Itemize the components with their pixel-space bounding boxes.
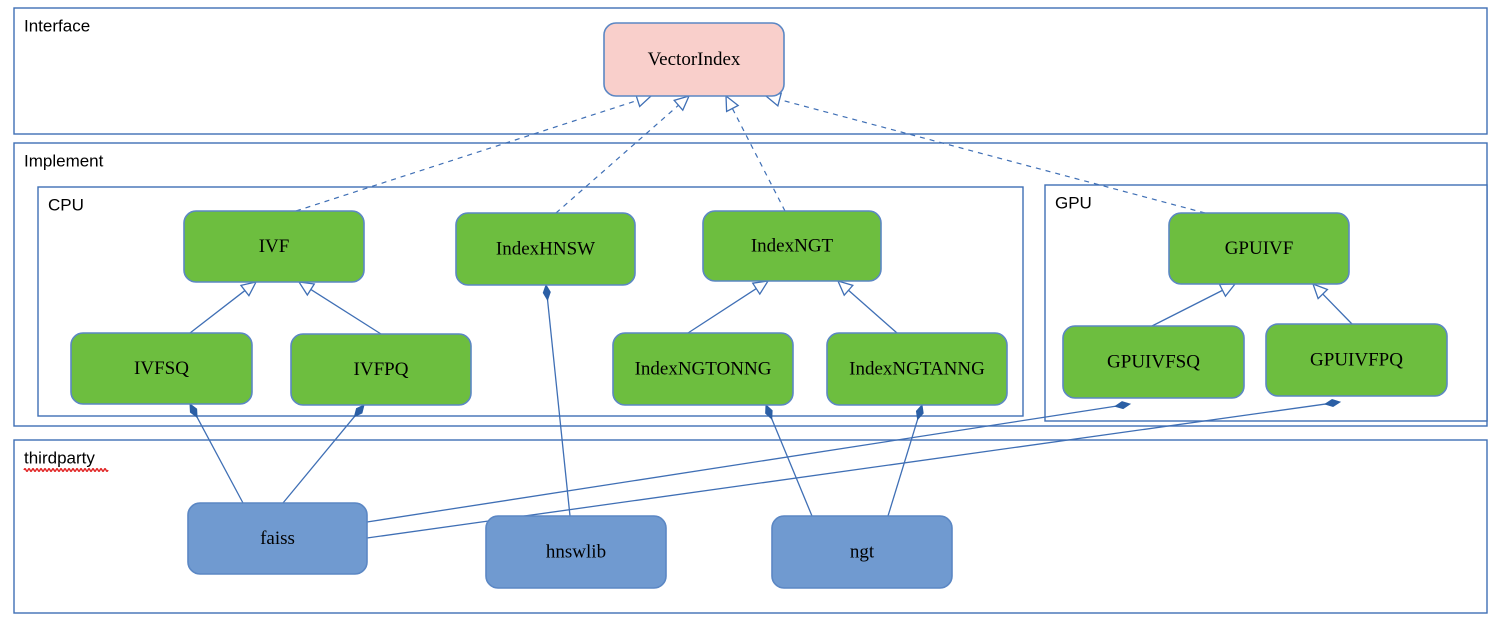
- edge-line: [366, 405, 1117, 523]
- container-label-gpu: GPU: [1055, 193, 1092, 212]
- edge-e-faiss-gpuivfsq: [366, 401, 1132, 523]
- composition-diamond: [1114, 401, 1132, 410]
- node-label-gpuivf: GPUIVF: [1225, 238, 1294, 259]
- edge-line: [189, 289, 247, 334]
- node-label-indexngt: IndexNGT: [751, 235, 834, 256]
- node-indexngtanng[interactable]: IndexNGTANNG: [826, 332, 1008, 406]
- edge-line: [687, 287, 758, 334]
- edge-e-ivfpq-ivf: [297, 281, 382, 335]
- realization-arrowhead: [673, 94, 691, 112]
- node-vectorindex[interactable]: VectorIndex: [603, 22, 785, 97]
- edge-e-ngt-onng: [765, 403, 813, 517]
- node-label-indexhnsw: IndexHNSW: [496, 238, 595, 259]
- container-label-cpu: CPU: [48, 195, 84, 214]
- node-label-gpuivfpq: GPUIVFPQ: [1310, 349, 1403, 370]
- node-ivf[interactable]: IVF: [183, 210, 365, 283]
- node-box-ngt[interactable]: [771, 515, 953, 589]
- edge-line: [546, 298, 571, 517]
- generalization-arrowhead: [297, 281, 316, 297]
- node-box-indexhnsw[interactable]: [455, 212, 636, 286]
- edge-line: [778, 98, 1206, 214]
- node-indexngt[interactable]: IndexNGT: [702, 210, 882, 282]
- container-label-implement: Implement: [24, 151, 104, 170]
- node-label-vectorindex: VectorIndex: [648, 49, 741, 70]
- node-box-gpuivfpq[interactable]: [1265, 323, 1448, 397]
- edge-line: [770, 417, 813, 517]
- node-box-ivfpq[interactable]: [290, 333, 472, 406]
- composition-diamond: [765, 403, 773, 420]
- node-gpuivfsq[interactable]: GPUIVFSQ: [1062, 325, 1245, 399]
- edge-line: [196, 416, 244, 504]
- node-hnswlib[interactable]: hnswlib: [485, 515, 667, 589]
- node-box-hnswlib[interactable]: [485, 515, 667, 589]
- node-box-gpuivfsq[interactable]: [1062, 325, 1245, 399]
- node-box-indexngt[interactable]: [702, 210, 882, 282]
- node-gpuivfpq[interactable]: GPUIVFPQ: [1265, 323, 1448, 397]
- node-label-indexngtanng: IndexNGTANNG: [849, 358, 985, 379]
- edge-line: [1151, 289, 1224, 327]
- node-box-indexngtonng[interactable]: [612, 332, 794, 406]
- edge-e-gpuivfpq-gpuivf: [1311, 282, 1353, 325]
- node-label-ngt: ngt: [850, 541, 875, 562]
- composition-diamond: [1323, 399, 1342, 408]
- edge-e-onng-ngt: [687, 280, 770, 334]
- container-label-interface: Interface: [24, 16, 90, 35]
- edge-e-ngt-vectorindex: [725, 94, 786, 212]
- node-label-indexngtonng: IndexNGTONNG: [635, 358, 772, 379]
- edge-e-hnswlib-indexhnsw: [542, 283, 571, 517]
- edge-line: [555, 104, 680, 214]
- edge-line: [309, 288, 382, 335]
- spellcheck-underline-thirdparty: [23, 468, 109, 472]
- node-indexngtonng[interactable]: IndexNGTONNG: [612, 332, 794, 406]
- node-box-ivf[interactable]: [183, 210, 365, 283]
- edge-line: [282, 415, 356, 504]
- node-label-gpuivfsq: GPUIVFSQ: [1107, 351, 1200, 372]
- node-box-indexngtanng[interactable]: [826, 332, 1008, 406]
- node-label-hnswlib: hnswlib: [546, 541, 606, 562]
- composition-diamond: [353, 404, 365, 418]
- node-ngt[interactable]: ngt: [771, 515, 953, 589]
- edge-line: [847, 289, 898, 334]
- edge-e-ivfsq-ivf: [189, 281, 258, 334]
- edge-line: [887, 418, 919, 517]
- edges-layer: [189, 92, 1353, 539]
- edge-e-hnsw-vectorindex: [555, 94, 691, 214]
- composition-diamond: [915, 403, 924, 421]
- realization-arrowhead: [725, 94, 740, 113]
- node-box-faiss[interactable]: [187, 502, 368, 575]
- generalization-arrowhead: [836, 279, 854, 297]
- node-box-vectorindex[interactable]: [603, 22, 785, 97]
- composition-diamond: [542, 283, 551, 302]
- node-label-ivf: IVF: [259, 236, 290, 257]
- composition-diamond: [189, 402, 198, 419]
- generalization-arrowhead: [239, 281, 258, 297]
- generalization-arrowhead: [1311, 282, 1329, 300]
- node-label-faiss: faiss: [260, 528, 295, 549]
- node-ivfpq[interactable]: IVFPQ: [290, 333, 472, 406]
- node-indexhnsw[interactable]: IndexHNSW: [455, 212, 636, 286]
- node-ivfsq[interactable]: IVFSQ: [70, 332, 253, 405]
- edge-e-faiss-ivfpq: [282, 404, 365, 504]
- node-box-gpuivf[interactable]: [1168, 212, 1350, 285]
- node-label-ivfsq: IVFSQ: [134, 358, 189, 379]
- node-label-ivfpq: IVFPQ: [354, 359, 409, 380]
- edge-e-ngt-anng: [887, 403, 924, 517]
- node-faiss[interactable]: faiss: [187, 502, 368, 575]
- node-gpuivf[interactable]: GPUIVF: [1168, 212, 1350, 285]
- edge-e-faiss-ivfsq: [189, 402, 244, 504]
- generalization-arrowhead: [751, 280, 770, 296]
- node-box-ivfsq[interactable]: [70, 332, 253, 405]
- container-label-thirdparty: thirdparty: [24, 448, 95, 467]
- edge-e-ivf-vectorindex: [295, 93, 653, 212]
- edge-line: [1321, 292, 1353, 325]
- edge-e-anng-ngt: [836, 279, 898, 334]
- edge-line: [295, 99, 639, 212]
